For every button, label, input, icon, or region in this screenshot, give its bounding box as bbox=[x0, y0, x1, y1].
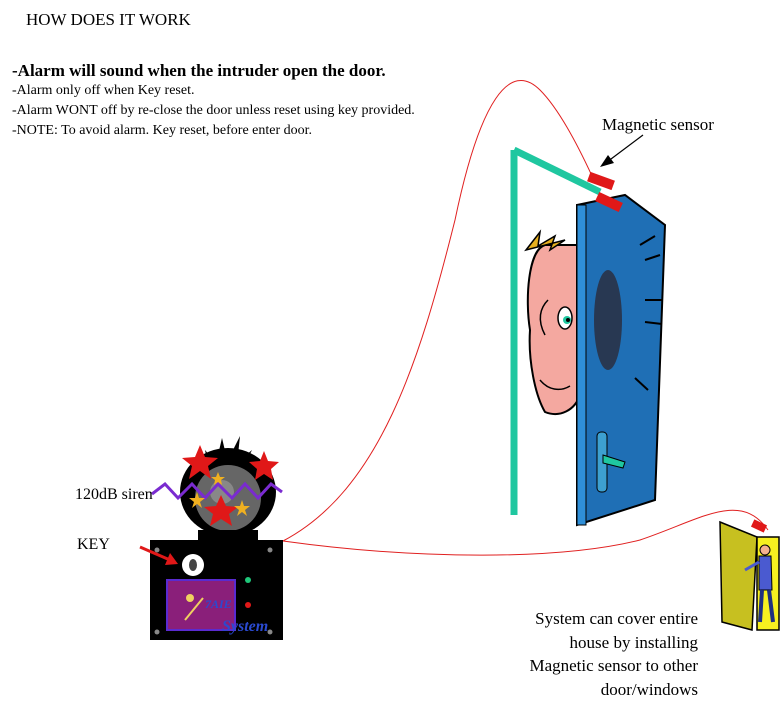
magnetic-sensor-label: Magnetic sensor bbox=[602, 115, 714, 134]
instruction-line-4: -NOTE: To avoid alarm. Key reset, before… bbox=[12, 123, 313, 138]
coverage-note-line-3: Magnetic sensor to other bbox=[529, 656, 698, 675]
key-label: KEY bbox=[77, 536, 110, 553]
key-pointer-arrow bbox=[139, 545, 178, 565]
brand-label: System bbox=[222, 618, 269, 635]
coverage-note: System can cover entire house by install… bbox=[529, 607, 698, 701]
siren bbox=[151, 436, 283, 536]
coverage-note-line-1: System can cover entire bbox=[535, 609, 698, 628]
door bbox=[576, 193, 667, 527]
other-door bbox=[719, 519, 780, 631]
siren-star-left bbox=[182, 445, 218, 479]
intruder-face bbox=[524, 229, 581, 415]
siren-label: 120dB siren bbox=[75, 486, 153, 503]
svg-text:7AIE: 7AIE bbox=[205, 597, 232, 611]
instruction-line-1: -Alarm will sound when the intruder open… bbox=[12, 61, 386, 80]
instruction-line-3: -Alarm WONT off by re-close the door unl… bbox=[12, 103, 415, 118]
siren-star-right bbox=[249, 451, 279, 480]
page-title: HOW DOES IT WORK bbox=[26, 10, 191, 29]
coverage-note-line-4: door/windows bbox=[600, 679, 698, 699]
door-frame bbox=[510, 146, 602, 515]
coverage-note-line-2: house by installing bbox=[569, 632, 698, 652]
siren-star-center bbox=[204, 495, 238, 526]
key-slot bbox=[182, 554, 204, 576]
magnetic-sensor bbox=[587, 171, 623, 213]
sensor-pointer-arrow bbox=[600, 134, 644, 167]
wire-to-door-sensor bbox=[282, 79, 593, 542]
wire-to-other-door bbox=[282, 509, 769, 556]
logo-panel bbox=[166, 579, 236, 631]
instruction-line-2: -Alarm only off when Key reset. bbox=[12, 83, 195, 98]
